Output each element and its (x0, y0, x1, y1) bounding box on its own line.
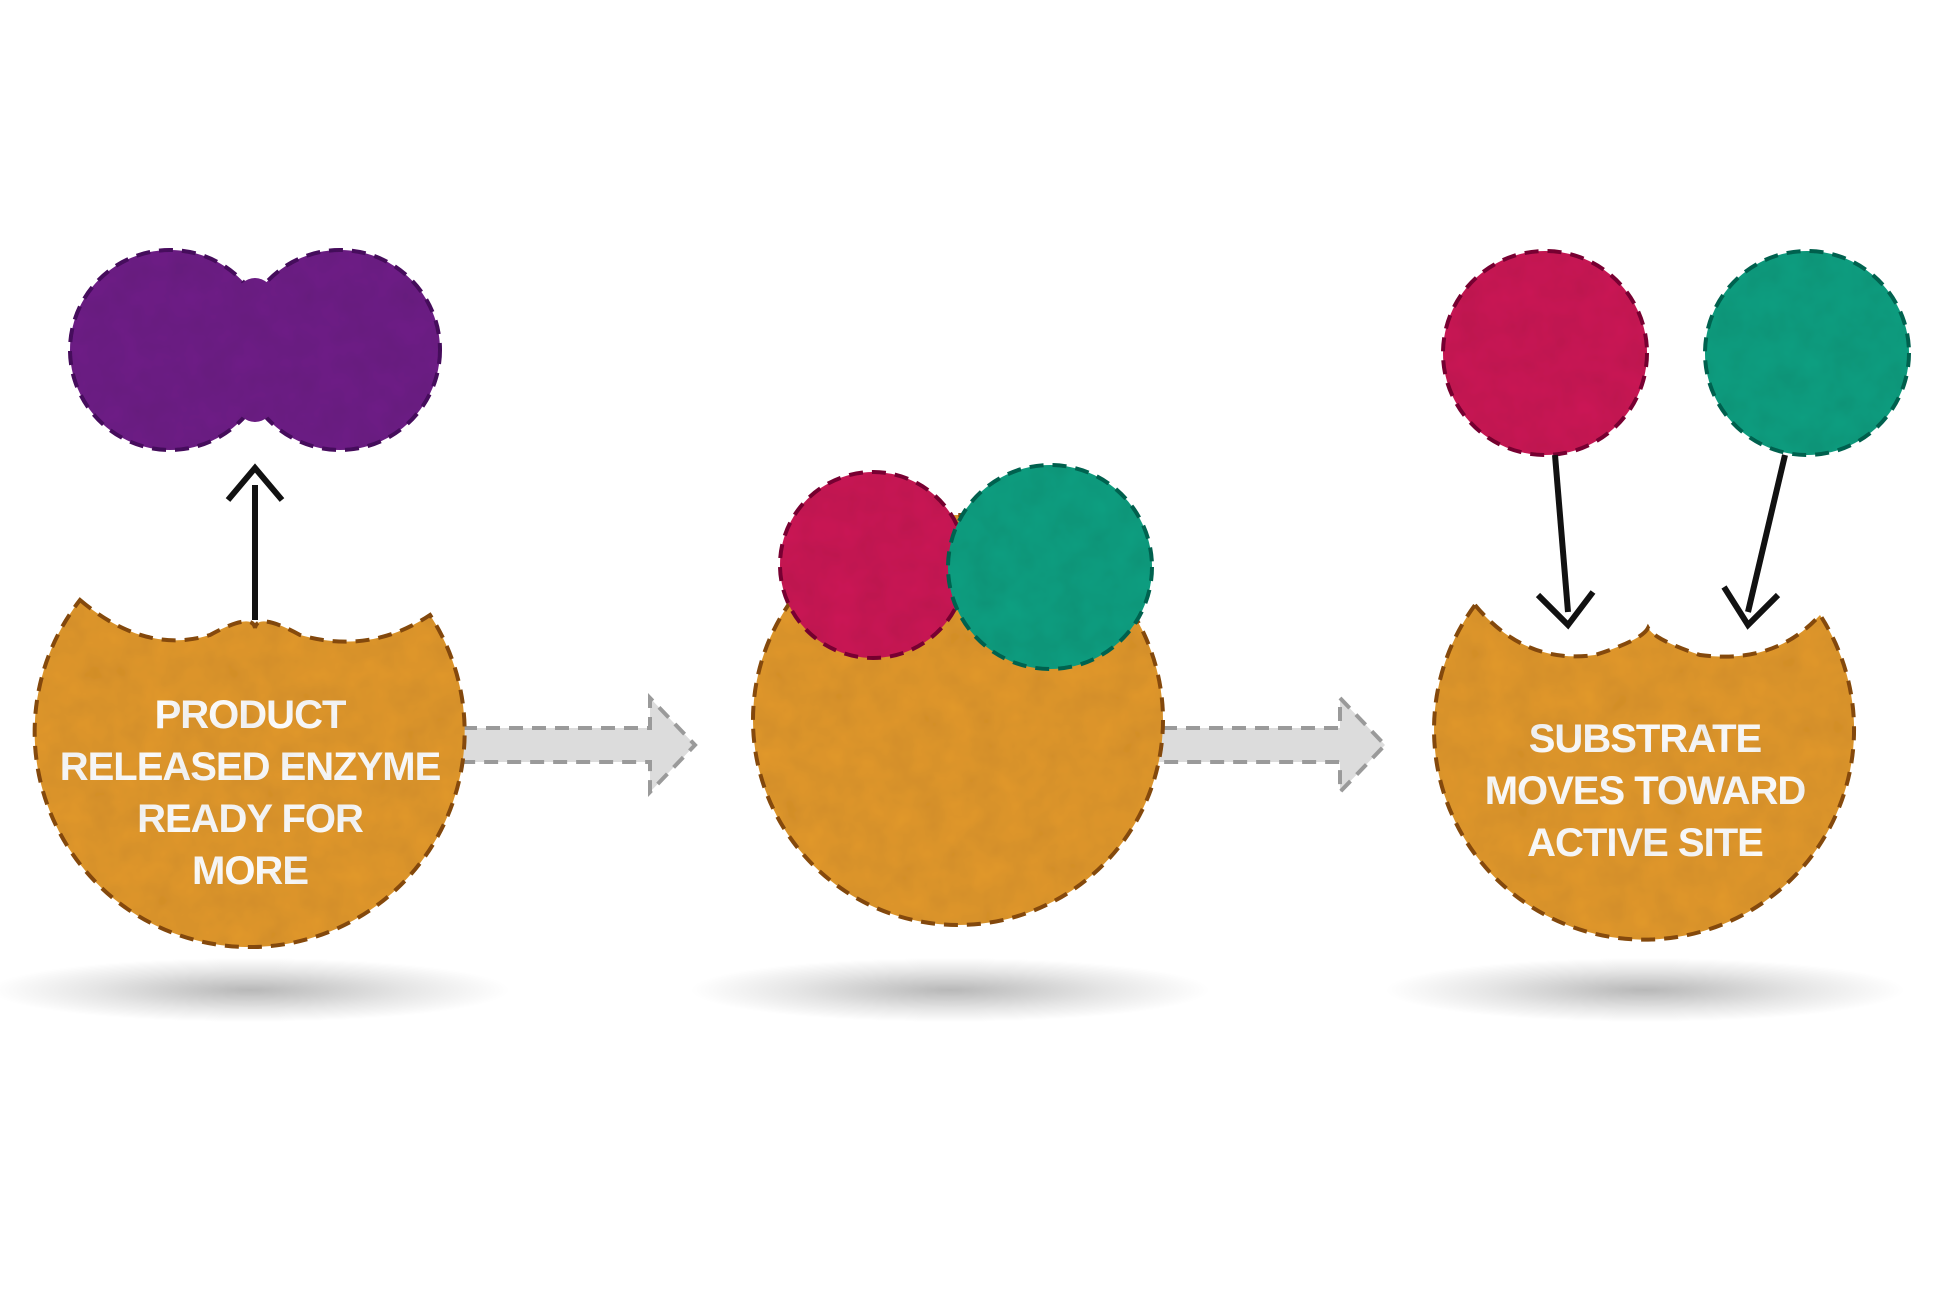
product-label-line-4: MORE (192, 849, 308, 893)
substrate-label-line-1: SUBSTRATE (1529, 717, 1762, 761)
substrate-b-bound (946, 463, 1154, 671)
enzyme-left: PRODUCT RELEASED ENZYME READY FOR MORE (32, 597, 467, 950)
release-arrow (225, 463, 285, 620)
substrate-b-free (1703, 249, 1911, 457)
substrate-a-bound (778, 470, 968, 660)
shadow-middle (690, 958, 1210, 1022)
substrate-a-free (1441, 249, 1649, 457)
product-label-line-1: PRODUCT (155, 693, 346, 737)
product-label-line-2: RELEASED ENZYME (60, 745, 441, 789)
substrate-label-line-2: MOVES TOWARD (1485, 769, 1806, 813)
product-label-line-3: READY FOR (137, 797, 364, 841)
flow-arrow-1 (438, 693, 698, 797)
enzyme-right: SUBSTRATE MOVES TOWARD ACTIVE SITE (1432, 601, 1857, 942)
approach-arrow-a (1535, 454, 1596, 630)
approach-arrow-b (1721, 454, 1788, 630)
product-molecule (68, 248, 442, 452)
flow-arrow-2 (1138, 693, 1388, 797)
substrate-label-line-3: ACTIVE SITE (1527, 821, 1763, 865)
shadow-right (1385, 958, 1905, 1022)
shadow-left (0, 958, 510, 1022)
